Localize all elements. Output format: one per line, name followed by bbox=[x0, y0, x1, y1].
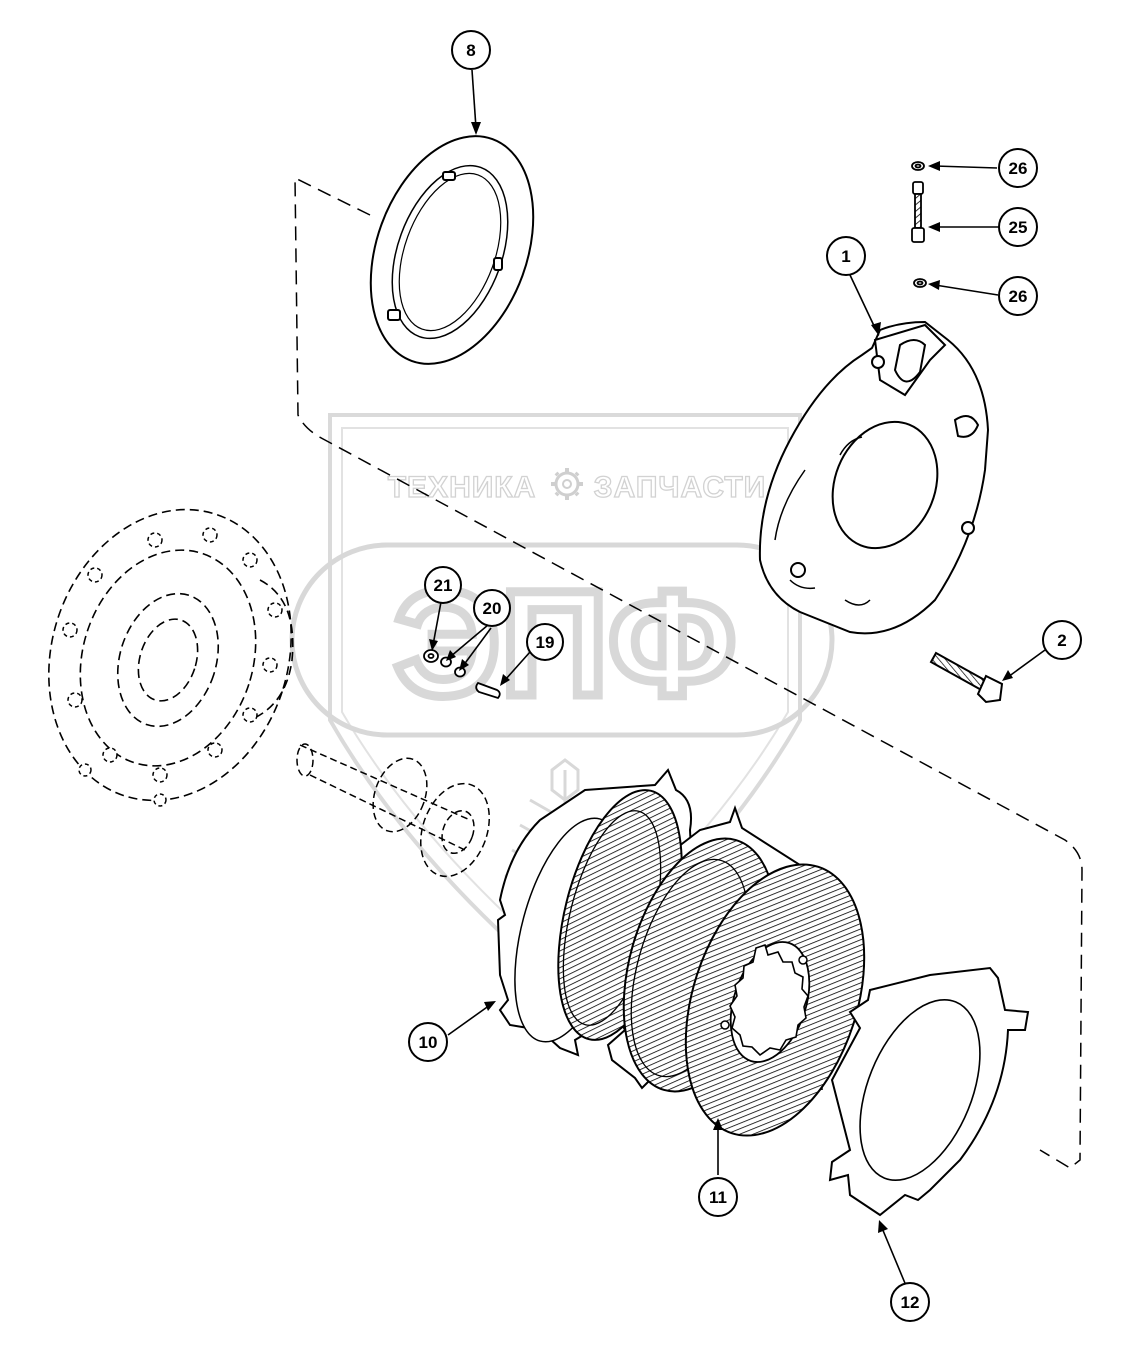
part-11-friction-discs bbox=[557, 789, 866, 1137]
callout-11: 11 bbox=[698, 1177, 738, 1217]
svg-text:8: 8 bbox=[466, 41, 475, 60]
callout-2: 2 bbox=[1042, 620, 1082, 660]
callout-26-top: 26 bbox=[998, 148, 1038, 188]
svg-text:20: 20 bbox=[483, 599, 502, 618]
callouts: 8 26 25 26 1 21 20 19 bbox=[408, 30, 1082, 1322]
part-8-plate bbox=[369, 135, 535, 365]
watermark-right-text: ЗАПЧАСТИ bbox=[594, 471, 766, 504]
svg-text:10: 10 bbox=[419, 1033, 438, 1052]
svg-text:25: 25 bbox=[1009, 218, 1028, 237]
leader-arrowheads bbox=[429, 122, 1013, 1233]
callout-12: 12 bbox=[890, 1282, 930, 1322]
part-2-bolt bbox=[929, 651, 1004, 704]
callout-21: 21 bbox=[424, 566, 462, 604]
callout-19: 19 bbox=[526, 623, 564, 661]
svg-text:12: 12 bbox=[901, 1293, 920, 1312]
gear-icon bbox=[551, 468, 583, 500]
part-1-housing bbox=[758, 320, 990, 635]
callout-25: 25 bbox=[998, 207, 1038, 247]
watermark-left-text: ТЕХНИКА bbox=[388, 471, 537, 504]
svg-text:26: 26 bbox=[1009, 159, 1028, 178]
drive-shaft-phantom bbox=[296, 743, 491, 878]
leader-lines bbox=[432, 69, 1046, 1289]
svg-text:11: 11 bbox=[709, 1188, 727, 1207]
svg-text:26: 26 bbox=[1009, 287, 1028, 306]
spline-teeth bbox=[729, 943, 809, 1057]
svg-text:2: 2 bbox=[1057, 631, 1066, 650]
callout-20: 20 bbox=[473, 589, 511, 627]
part-21-washer bbox=[423, 649, 439, 663]
axle-housing-bolt-holes bbox=[62, 527, 283, 807]
svg-text:1: 1 bbox=[841, 247, 850, 266]
callout-8: 8 bbox=[451, 30, 491, 70]
svg-text:19: 19 bbox=[536, 633, 555, 652]
callout-1: 1 bbox=[826, 236, 866, 276]
part-12-end-plate bbox=[828, 966, 1030, 1217]
callout-26-bottom: 26 bbox=[998, 276, 1038, 316]
svg-text:21: 21 bbox=[434, 576, 453, 595]
part-26-nut-bottom bbox=[913, 278, 927, 288]
axle-housing-phantom bbox=[48, 508, 294, 802]
part-26-nut-top bbox=[911, 161, 925, 171]
part-19-pin bbox=[475, 681, 501, 700]
callout-10: 10 bbox=[408, 1022, 448, 1062]
part-25-stud bbox=[911, 181, 925, 243]
